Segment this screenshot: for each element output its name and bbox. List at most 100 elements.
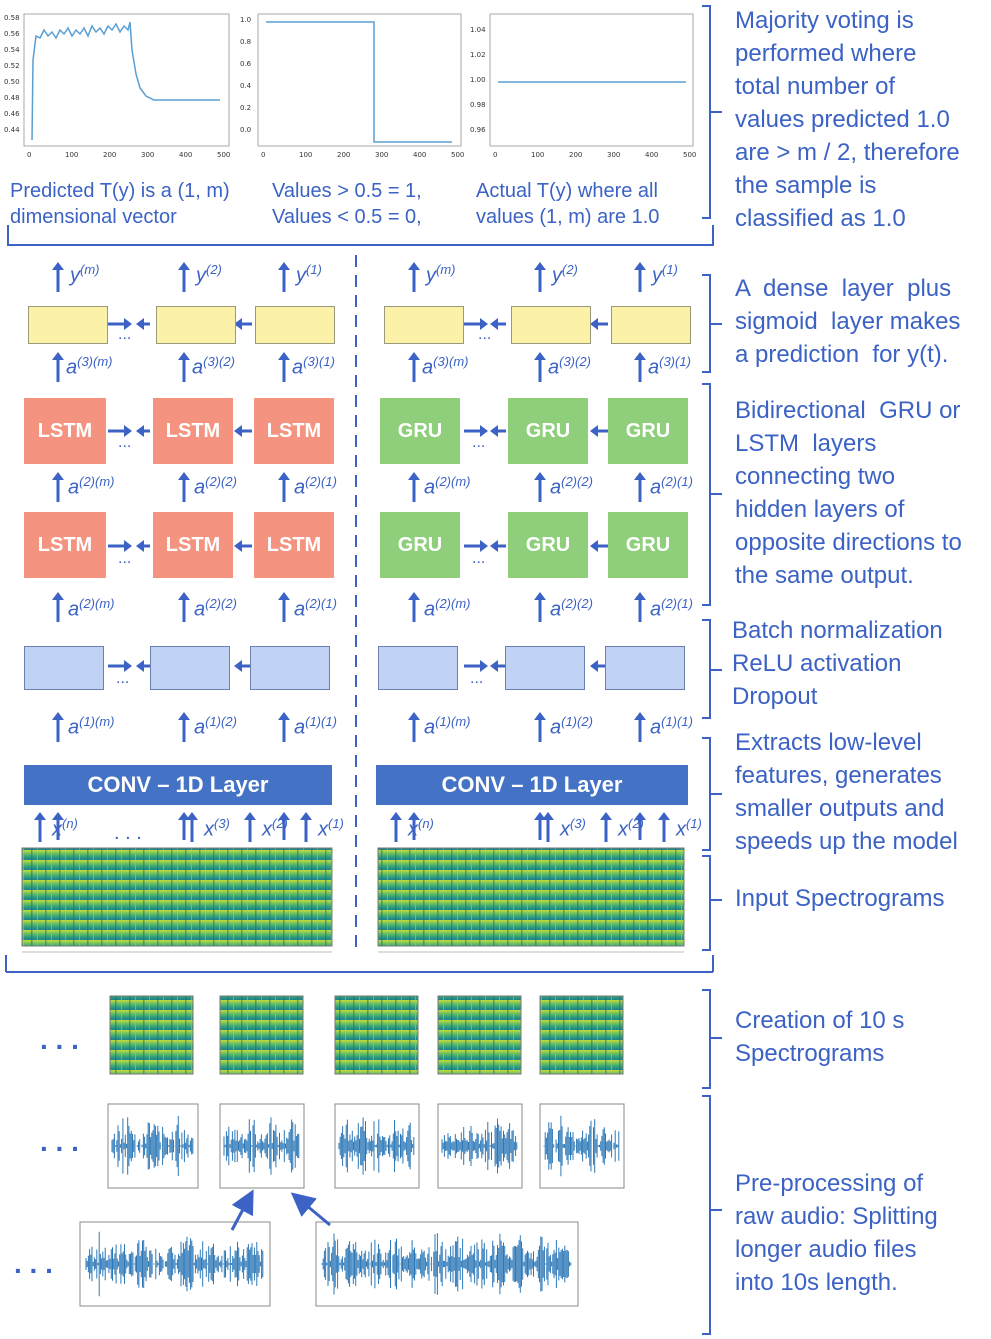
arrow-head bbox=[178, 472, 190, 480]
arrow-head bbox=[52, 592, 64, 600]
desc-line: hidden layers of bbox=[735, 496, 905, 523]
variable-label: y(2) bbox=[196, 262, 222, 288]
label-sup: (1) bbox=[662, 262, 678, 277]
arrow-head bbox=[534, 472, 546, 480]
arrow-head bbox=[178, 592, 190, 600]
recurrent-arrows bbox=[108, 318, 608, 672]
label-base: a bbox=[294, 598, 306, 621]
caption-line: values (1, m) are 1.0 bbox=[476, 206, 660, 228]
variable-label: x(2) bbox=[262, 816, 288, 842]
label-base: a bbox=[68, 716, 80, 739]
label-sup: (1)(1) bbox=[305, 714, 337, 729]
variable-label: x(3) bbox=[560, 816, 586, 842]
variable-label: x(n) bbox=[408, 816, 434, 842]
label-sup: (2)(m) bbox=[435, 474, 471, 489]
tick-label: 1.04 bbox=[470, 26, 486, 34]
caption-line: Values < 0.5 = 0, bbox=[272, 206, 422, 228]
label-sup: (2) bbox=[562, 262, 578, 277]
tick-label: 400 bbox=[645, 151, 659, 159]
tick-label: 0.56 bbox=[4, 30, 20, 38]
arrow-head bbox=[278, 812, 290, 820]
arrow-head bbox=[52, 712, 64, 720]
label-sup: (1)(2) bbox=[561, 714, 593, 729]
label-sup: (2)(m) bbox=[79, 596, 115, 611]
arrow-head bbox=[52, 352, 64, 360]
variable-label: y(1) bbox=[296, 262, 322, 288]
variable-label: a(3)(1) bbox=[648, 354, 691, 380]
label-base: a bbox=[68, 476, 80, 499]
ellipsis: . . . bbox=[114, 822, 142, 844]
tick-label: 400 bbox=[413, 151, 427, 159]
tick-label: 100 bbox=[299, 151, 313, 159]
ellipsis: ... bbox=[470, 670, 484, 687]
arrow-head bbox=[278, 262, 290, 270]
gru-cell: GRU bbox=[508, 398, 588, 464]
lstm-cell: LSTM bbox=[153, 512, 233, 578]
desc-line: a prediction for y(t). bbox=[735, 341, 949, 368]
batchnorm-cell bbox=[378, 646, 458, 690]
variable-label: a(2)(2) bbox=[194, 474, 237, 500]
lstm-cell: LSTM bbox=[153, 398, 233, 464]
arrow-head bbox=[590, 318, 598, 330]
right-brackets bbox=[702, 5, 722, 1335]
label-base: y bbox=[296, 264, 306, 287]
lstm-cell: LSTM bbox=[24, 512, 106, 578]
variable-label: a(2)(2) bbox=[550, 596, 593, 622]
tick-label: 0.0 bbox=[240, 126, 252, 134]
label-base: y bbox=[196, 264, 206, 287]
arrow-head bbox=[534, 812, 546, 820]
arrow-head bbox=[480, 318, 488, 330]
variable-label: x(2) bbox=[618, 816, 644, 842]
desc-line: Batch normalization bbox=[732, 617, 943, 644]
arrow-head bbox=[480, 425, 488, 437]
arrow-head bbox=[136, 425, 144, 437]
ellipsis: ... bbox=[472, 550, 486, 567]
arrow-head bbox=[124, 425, 132, 437]
label-base: y bbox=[652, 264, 662, 287]
desc-line: smaller outputs and bbox=[735, 795, 945, 822]
conv-layer-right: CONV – 1D Layer bbox=[376, 765, 688, 805]
dense-cell bbox=[511, 306, 591, 344]
long-waveforms bbox=[79, 1221, 579, 1307]
tick-label: 500 bbox=[217, 151, 231, 159]
desc-line: Majority voting is bbox=[735, 7, 914, 34]
label-base: x bbox=[618, 818, 628, 841]
label-sup: (1)(m) bbox=[435, 714, 471, 729]
variable-label: a(2)(2) bbox=[550, 474, 593, 500]
desc-line: Extracts low-level bbox=[735, 729, 922, 756]
batchnorm-cell bbox=[605, 646, 685, 690]
label-sup: (2) bbox=[272, 816, 288, 831]
flow-arrows bbox=[34, 262, 670, 842]
variable-label: a(2)(m) bbox=[68, 474, 115, 500]
desc-line: classified as 1.0 bbox=[735, 205, 906, 232]
tick-label: 200 bbox=[569, 151, 583, 159]
tick-label: 0.52 bbox=[4, 62, 20, 70]
arrow-head bbox=[124, 318, 132, 330]
label-base: a bbox=[550, 716, 562, 739]
label-base: a bbox=[650, 476, 662, 499]
tick-label: 0.2 bbox=[240, 104, 252, 112]
arrow-head bbox=[408, 812, 420, 820]
arrow-head bbox=[534, 352, 546, 360]
desc-line: raw audio: Splitting bbox=[735, 1203, 938, 1230]
label-sup: (3)(2) bbox=[559, 354, 591, 369]
desc-line: into 10s length. bbox=[735, 1269, 898, 1296]
variable-label: a(3)(2) bbox=[192, 354, 235, 380]
arrow-head bbox=[52, 262, 64, 270]
input-spectrogram-right bbox=[377, 847, 685, 953]
label-base: x bbox=[560, 818, 570, 841]
variable-label: a(3)(2) bbox=[548, 354, 591, 380]
desc-line: longer audio files bbox=[735, 1236, 917, 1263]
desc-line: the sample is bbox=[735, 172, 877, 199]
arrow-head bbox=[178, 712, 190, 720]
arrow-head bbox=[542, 812, 554, 820]
desc-line: Pre-processing of bbox=[735, 1170, 924, 1197]
ellipsis: ... bbox=[116, 670, 130, 687]
arrow-head bbox=[634, 352, 646, 360]
tick-label: 0.4 bbox=[240, 82, 252, 90]
label-sup: (3)(1) bbox=[303, 354, 335, 369]
tick-label: 0 bbox=[493, 151, 498, 159]
